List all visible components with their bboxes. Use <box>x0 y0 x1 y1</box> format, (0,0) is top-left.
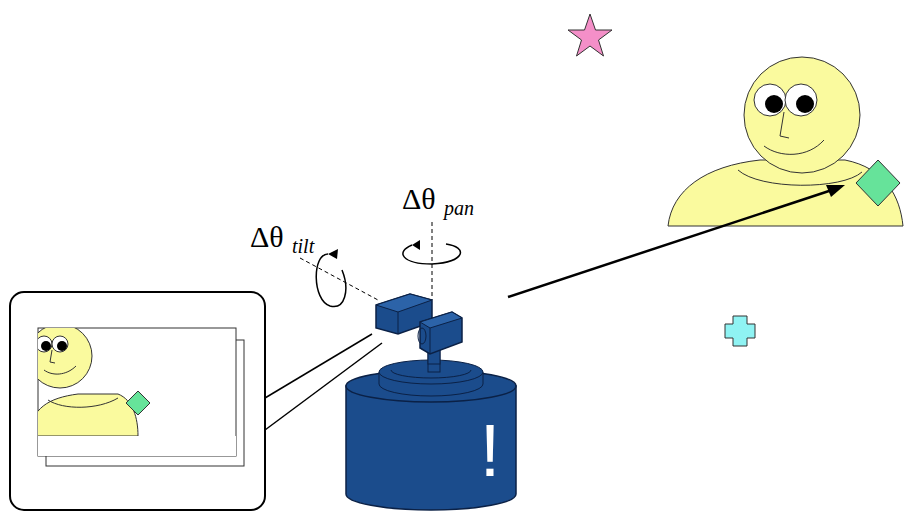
person <box>668 57 903 226</box>
angle-subscript: tilt <box>292 236 314 256</box>
robot-base: ! <box>344 350 518 512</box>
angle-symbol: Δθ <box>250 222 284 252</box>
camera-view-callout <box>10 292 382 510</box>
diamond <box>856 160 900 206</box>
tilt-rotation <box>316 254 346 307</box>
exclamation-mark: ! <box>480 414 501 488</box>
angle-symbol: Δθ <box>402 184 436 214</box>
cross <box>725 316 755 346</box>
pan-rotation <box>403 244 461 264</box>
arrowhead <box>826 185 845 197</box>
angle-subscript: pan <box>444 198 474 218</box>
pan-axis <box>432 222 433 300</box>
star <box>568 14 612 56</box>
sight-arrow <box>508 190 832 297</box>
tilt-axis <box>300 258 378 300</box>
